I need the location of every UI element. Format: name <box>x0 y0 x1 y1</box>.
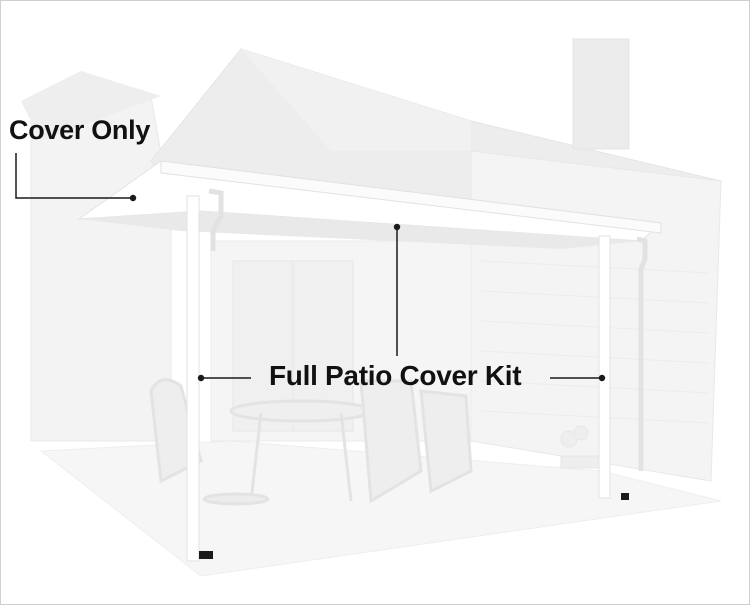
full-kit-callout-dot-roof <box>393 223 401 231</box>
cover-only-callout <box>15 153 133 199</box>
right-post-footing <box>621 493 629 500</box>
patio-cover-fascia <box>160 160 662 234</box>
chimney <box>572 38 630 150</box>
cover-only-callout-dot <box>129 194 137 202</box>
house-right-wall <box>470 150 722 482</box>
house-left-wing <box>30 95 172 442</box>
full-kit-callout-dot-left-post <box>197 374 205 382</box>
cover-only-label: Cover Only <box>9 115 151 145</box>
full-patio-cover-kit-label: Full Patio Cover Kit <box>269 360 522 391</box>
right-post <box>598 235 611 499</box>
full-kit-callout <box>201 227 602 379</box>
full-kit-callout-dot-right-post <box>598 374 606 382</box>
left-downspout <box>208 188 224 251</box>
right-downspout <box>636 236 648 471</box>
left-post <box>186 195 200 562</box>
planter <box>560 425 602 469</box>
house-gable <box>241 49 471 151</box>
house-left-roof <box>21 71 161 141</box>
left-post-footing <box>199 551 213 559</box>
wall-siding-lines <box>480 260 710 424</box>
